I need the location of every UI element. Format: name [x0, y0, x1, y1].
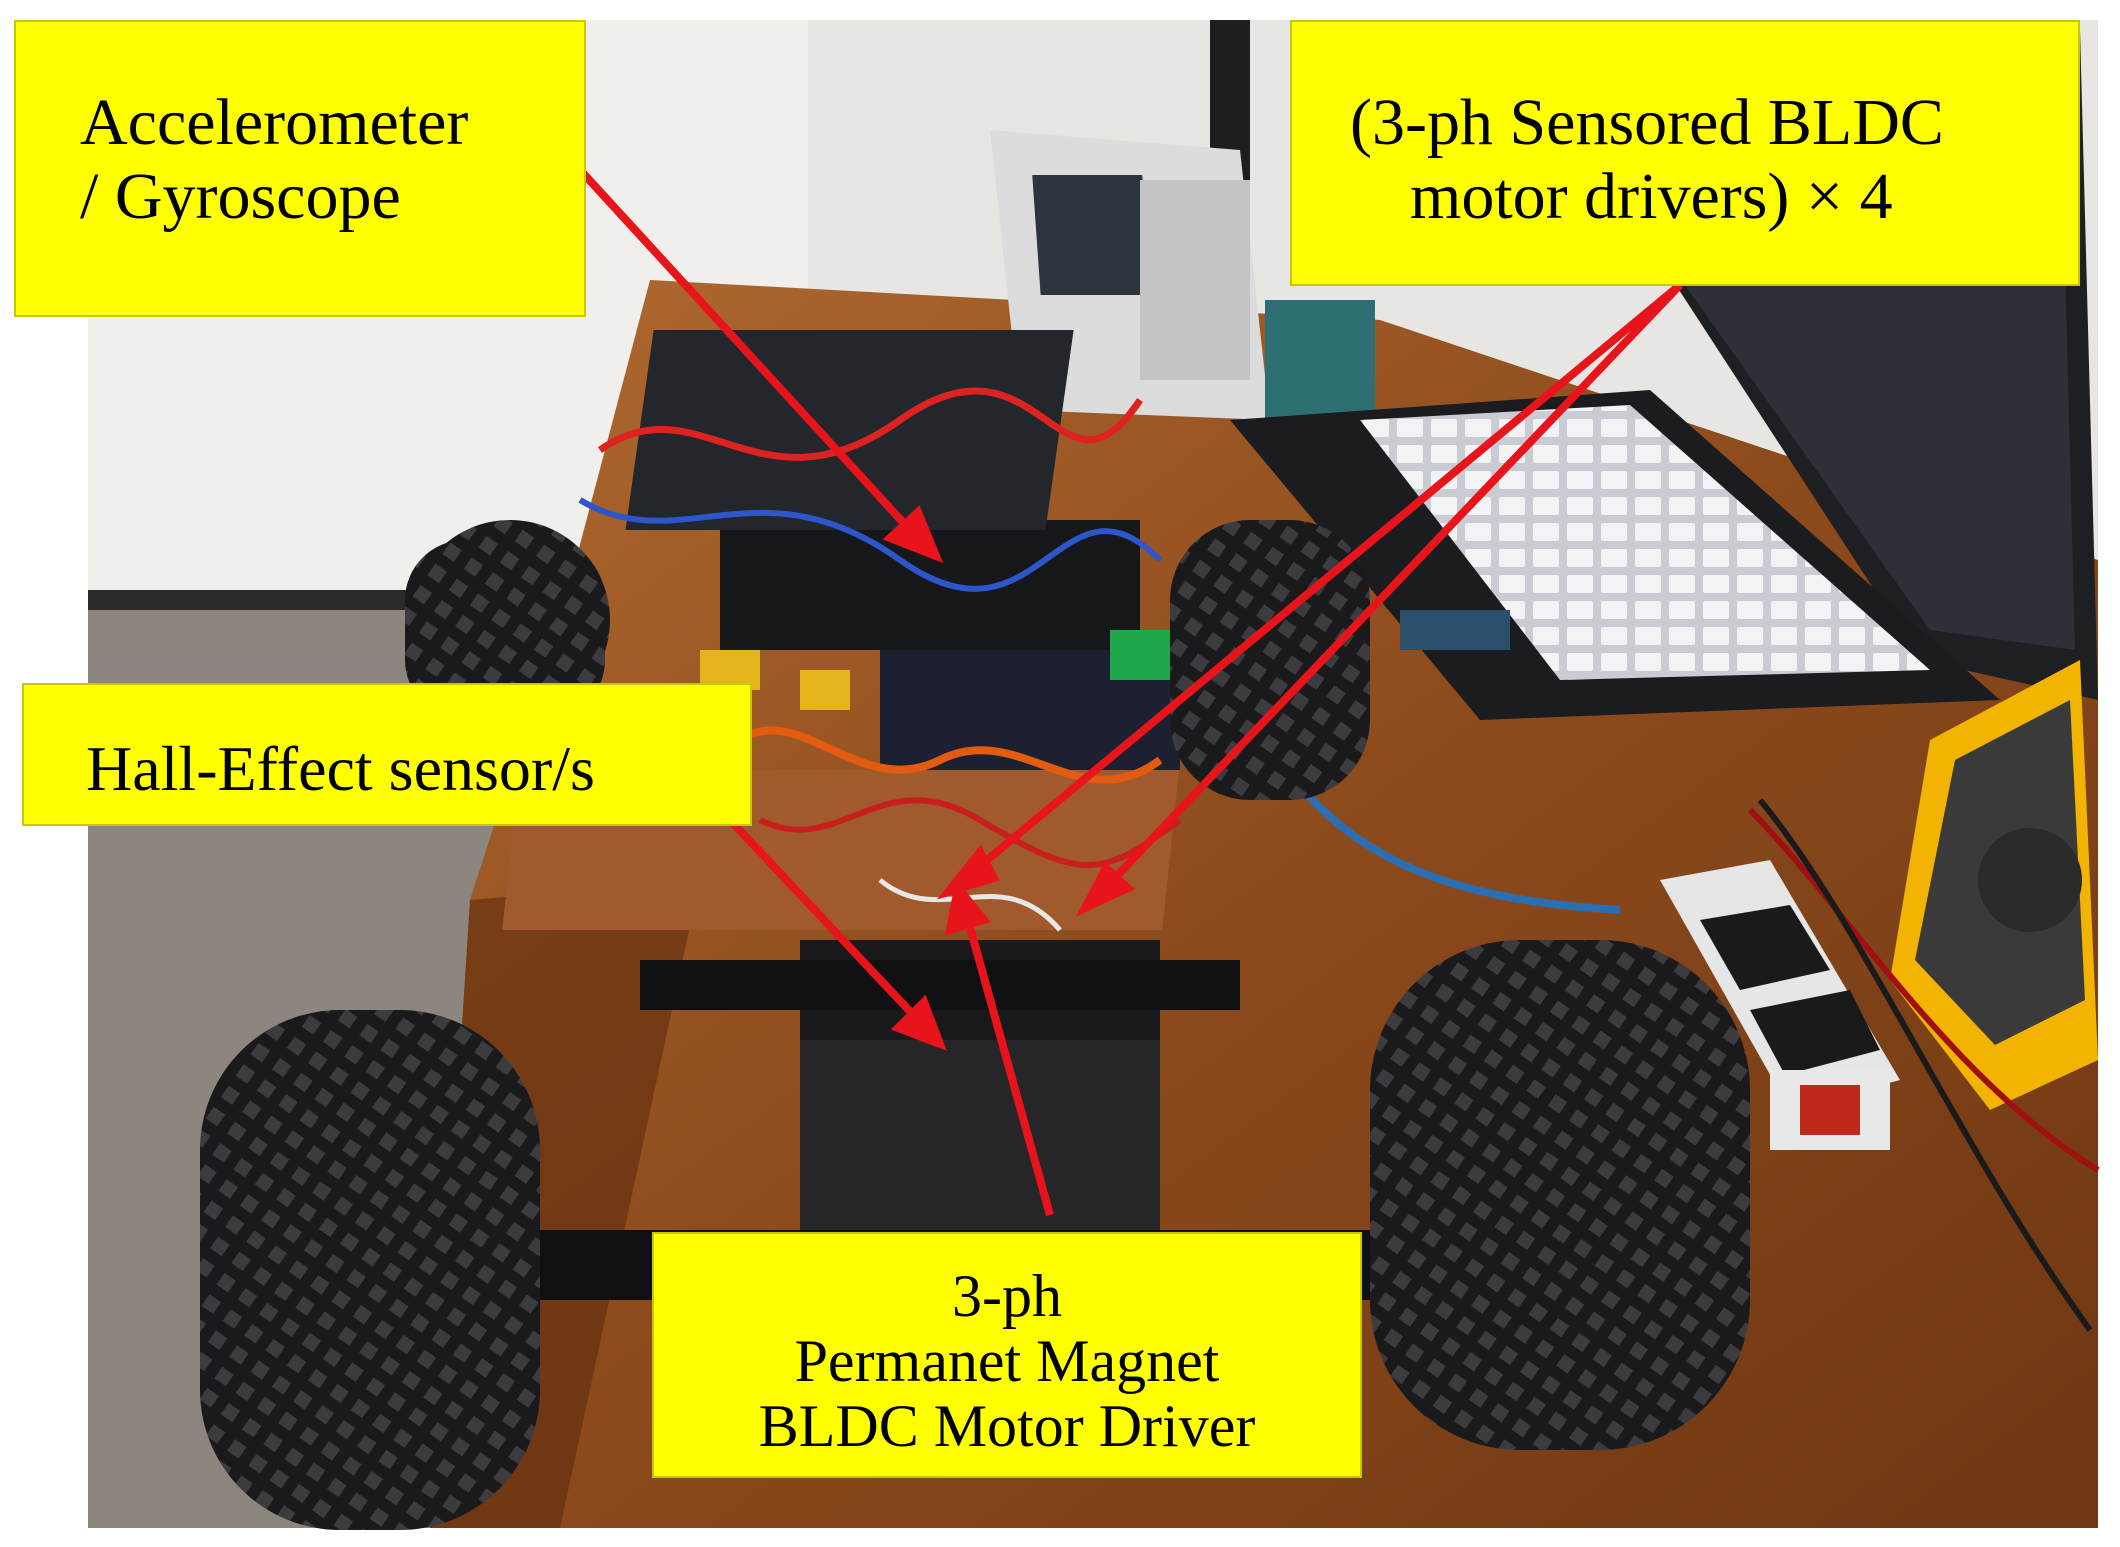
tires — [200, 520, 1750, 1530]
battery-pack-shape — [1660, 860, 1900, 1150]
arrow-hall — [727, 817, 923, 1025]
bldc-label-line-1: (3-ph Sensored BLDC — [1350, 86, 1944, 159]
arrow-bldc-1-head — [936, 844, 1000, 900]
arrow-bldc-2 — [1107, 282, 1683, 886]
arrow-motor — [964, 918, 1054, 1217]
accelerometer-gyroscope-label: Accelerometer / Gyroscope — [14, 20, 586, 317]
accelerometer-label-line-1: Accelerometer — [80, 86, 469, 159]
arrow-motor-head — [944, 878, 991, 936]
bldc-label-line-2: motor drivers) × 4 — [1410, 159, 1893, 233]
pm-bldc-motor-driver-label: 3-ph Permanet Magnet BLDC Motor Driver — [652, 1232, 1362, 1478]
robot-car-shape — [502, 330, 1540, 1300]
motor-label-line-2: Permanet Magnet — [794, 1327, 1220, 1394]
oscilloscope-shape — [990, 130, 1375, 420]
annotation-arrows — [579, 169, 1683, 1217]
arrow-bldc-1 — [972, 281, 1683, 874]
motor-label-line-1: 3-ph — [952, 1263, 1062, 1329]
arrow-accelerometer — [579, 169, 913, 533]
arrow-hall-head — [890, 994, 947, 1051]
bldc-motor-drivers-label: (3-ph Sensored BLDC motor drivers) × 4 — [1290, 20, 2080, 286]
hall-effect-sensor-label: Hall-Effect sensor/s — [22, 683, 752, 826]
accelerometer-label-line-2: / Gyroscope — [80, 159, 401, 233]
multimeter-shape — [1890, 660, 2098, 1110]
hall-label-line-1: Hall-Effect sensor/s — [86, 733, 595, 804]
motor-label-line-3: BLDC Motor Driver — [758, 1392, 1256, 1459]
arrow-accelerometer-head — [882, 505, 944, 564]
arrow-bldc-2-head — [1075, 861, 1136, 917]
